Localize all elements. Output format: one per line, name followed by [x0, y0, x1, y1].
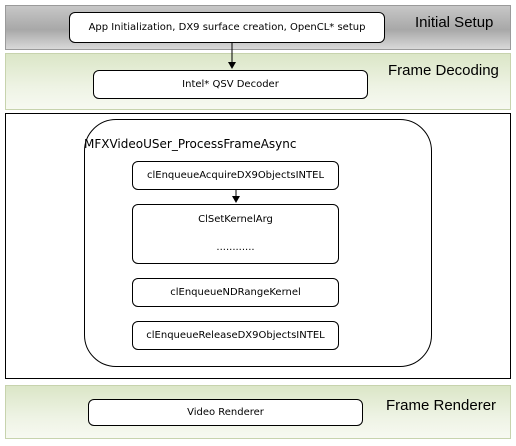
process-frame-title: MFXVideoUSer_ProcessFrameAsync	[84, 137, 297, 151]
acquire-objects-text: clEnqueueAcquireDX9ObjectsINTEL	[146, 170, 325, 181]
qsv-decoder-box: Intel* QSV Decoder	[93, 70, 368, 99]
nd-range-kernel-box: clEnqueueNDRangeKernel	[132, 278, 339, 307]
app-initialization-text: App Initialization, DX9 surface creation…	[88, 22, 366, 33]
set-kernel-arg-ellipsis: ............	[216, 242, 255, 253]
release-objects-box: clEnqueueReleaseDX9ObjectsINTEL	[132, 321, 339, 350]
app-initialization-box: App Initialization, DX9 surface creation…	[69, 12, 385, 43]
initial-setup-label: Initial Setup	[415, 14, 494, 31]
set-kernel-arg-text: ClSetKernelArg	[198, 214, 273, 225]
nd-range-kernel-text: clEnqueueNDRangeKernel	[170, 287, 301, 298]
qsv-decoder-text: Intel* QSV Decoder	[182, 79, 279, 90]
video-renderer-box: Video Renderer	[88, 399, 363, 426]
release-objects-text: clEnqueueReleaseDX9ObjectsINTEL	[146, 330, 325, 341]
frame-decoding-label: Frame Decoding	[388, 62, 499, 79]
video-renderer-text: Video Renderer	[187, 407, 264, 418]
set-kernel-arg-box: ClSetKernelArg ............	[132, 204, 339, 264]
acquire-objects-box: clEnqueueAcquireDX9ObjectsINTEL	[132, 161, 339, 190]
frame-renderer-label: Frame Renderer	[386, 397, 497, 414]
